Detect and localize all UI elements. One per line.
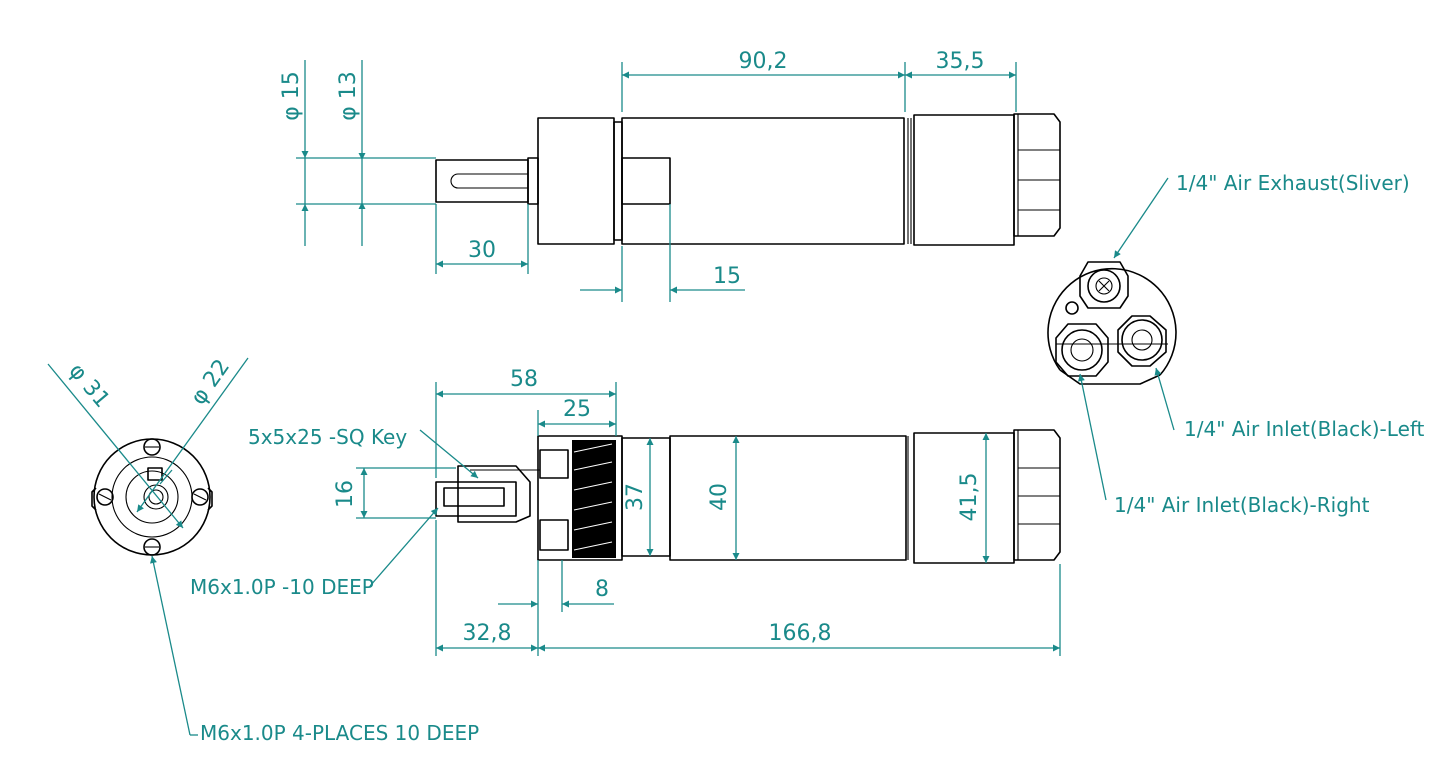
top-flange-step bbox=[613, 121, 623, 241]
dim-key-height: 16 bbox=[333, 480, 358, 508]
top-keyway bbox=[450, 173, 528, 189]
dim-flat-diameter: φ 13 bbox=[336, 71, 361, 121]
top-body bbox=[621, 117, 905, 245]
top-boss bbox=[621, 157, 671, 205]
inlet-left-port bbox=[1117, 315, 1167, 367]
front-dimensions: φ 31 φ 22 M6x1.0P 4-PLACES 10 DEEP bbox=[47, 355, 479, 745]
label-inlet-left: 1/4" Air Inlet(Black)-Left bbox=[1184, 417, 1425, 441]
exhaust-port bbox=[1079, 261, 1129, 309]
label-exhaust: 1/4" Air Exhaust(Sliver) bbox=[1176, 171, 1410, 195]
dim-pilot-length: 25 bbox=[563, 397, 591, 422]
top-dimensions: 90,2 35,5 φ 15 φ 13 30 15 bbox=[279, 49, 1017, 302]
label-inlet-right: 1/4" Air Inlet(Black)-Right bbox=[1114, 493, 1370, 517]
top-view bbox=[435, 113, 1061, 246]
dim-flange-length: 58 bbox=[510, 367, 538, 392]
top-end-cap bbox=[913, 114, 1015, 246]
end-callouts: 1/4" Air Exhaust(Sliver) 1/4" Air Inlet(… bbox=[1077, 171, 1425, 517]
side-fitting-hex bbox=[1013, 429, 1061, 561]
dim-step: 8 bbox=[595, 577, 609, 602]
label-shaft-thread: M6x1.0P -10 DEEP bbox=[190, 575, 374, 599]
dim-bolt-circle: φ 31 bbox=[63, 359, 114, 413]
dim-body-diameter: 40 bbox=[707, 483, 732, 511]
dim-pilot-diameter-side: 37 bbox=[623, 483, 648, 511]
end-view bbox=[1047, 261, 1177, 385]
front-bolt-holes bbox=[96, 438, 209, 556]
dim-boss-length: 15 bbox=[713, 264, 741, 289]
inlet-right-port bbox=[1055, 323, 1109, 377]
front-view bbox=[91, 438, 213, 556]
top-flange bbox=[537, 117, 615, 245]
dim-pilot-diameter: φ 22 bbox=[186, 355, 235, 410]
dim-cap-diameter: 41,5 bbox=[957, 473, 982, 522]
end-outer-body bbox=[1047, 267, 1177, 376]
side-dimensions: 58 25 16 37 40 41,5 8 32,8 166,8 5x5x25 … bbox=[190, 367, 1061, 656]
dim-overall-length: 166,8 bbox=[769, 621, 832, 646]
dim-end-cap-length: 35,5 bbox=[936, 49, 985, 74]
label-face-thread: M6x1.0P 4-PLACES 10 DEEP bbox=[200, 721, 479, 745]
dim-body-length: 90,2 bbox=[739, 49, 788, 74]
top-shaft-collar bbox=[527, 157, 539, 205]
top-shaft bbox=[435, 159, 529, 203]
dim-shaft-length: 30 bbox=[468, 238, 496, 263]
side-view bbox=[435, 429, 1061, 564]
side-hatch-section bbox=[572, 440, 616, 558]
dim-shaft-length-side: 32,8 bbox=[463, 621, 512, 646]
top-fitting-hex bbox=[1013, 113, 1061, 237]
side-body bbox=[669, 435, 907, 561]
dim-shaft-diameter: φ 15 bbox=[279, 71, 304, 121]
side-shaft bbox=[435, 481, 517, 517]
label-key: 5x5x25 -SQ Key bbox=[248, 425, 407, 449]
